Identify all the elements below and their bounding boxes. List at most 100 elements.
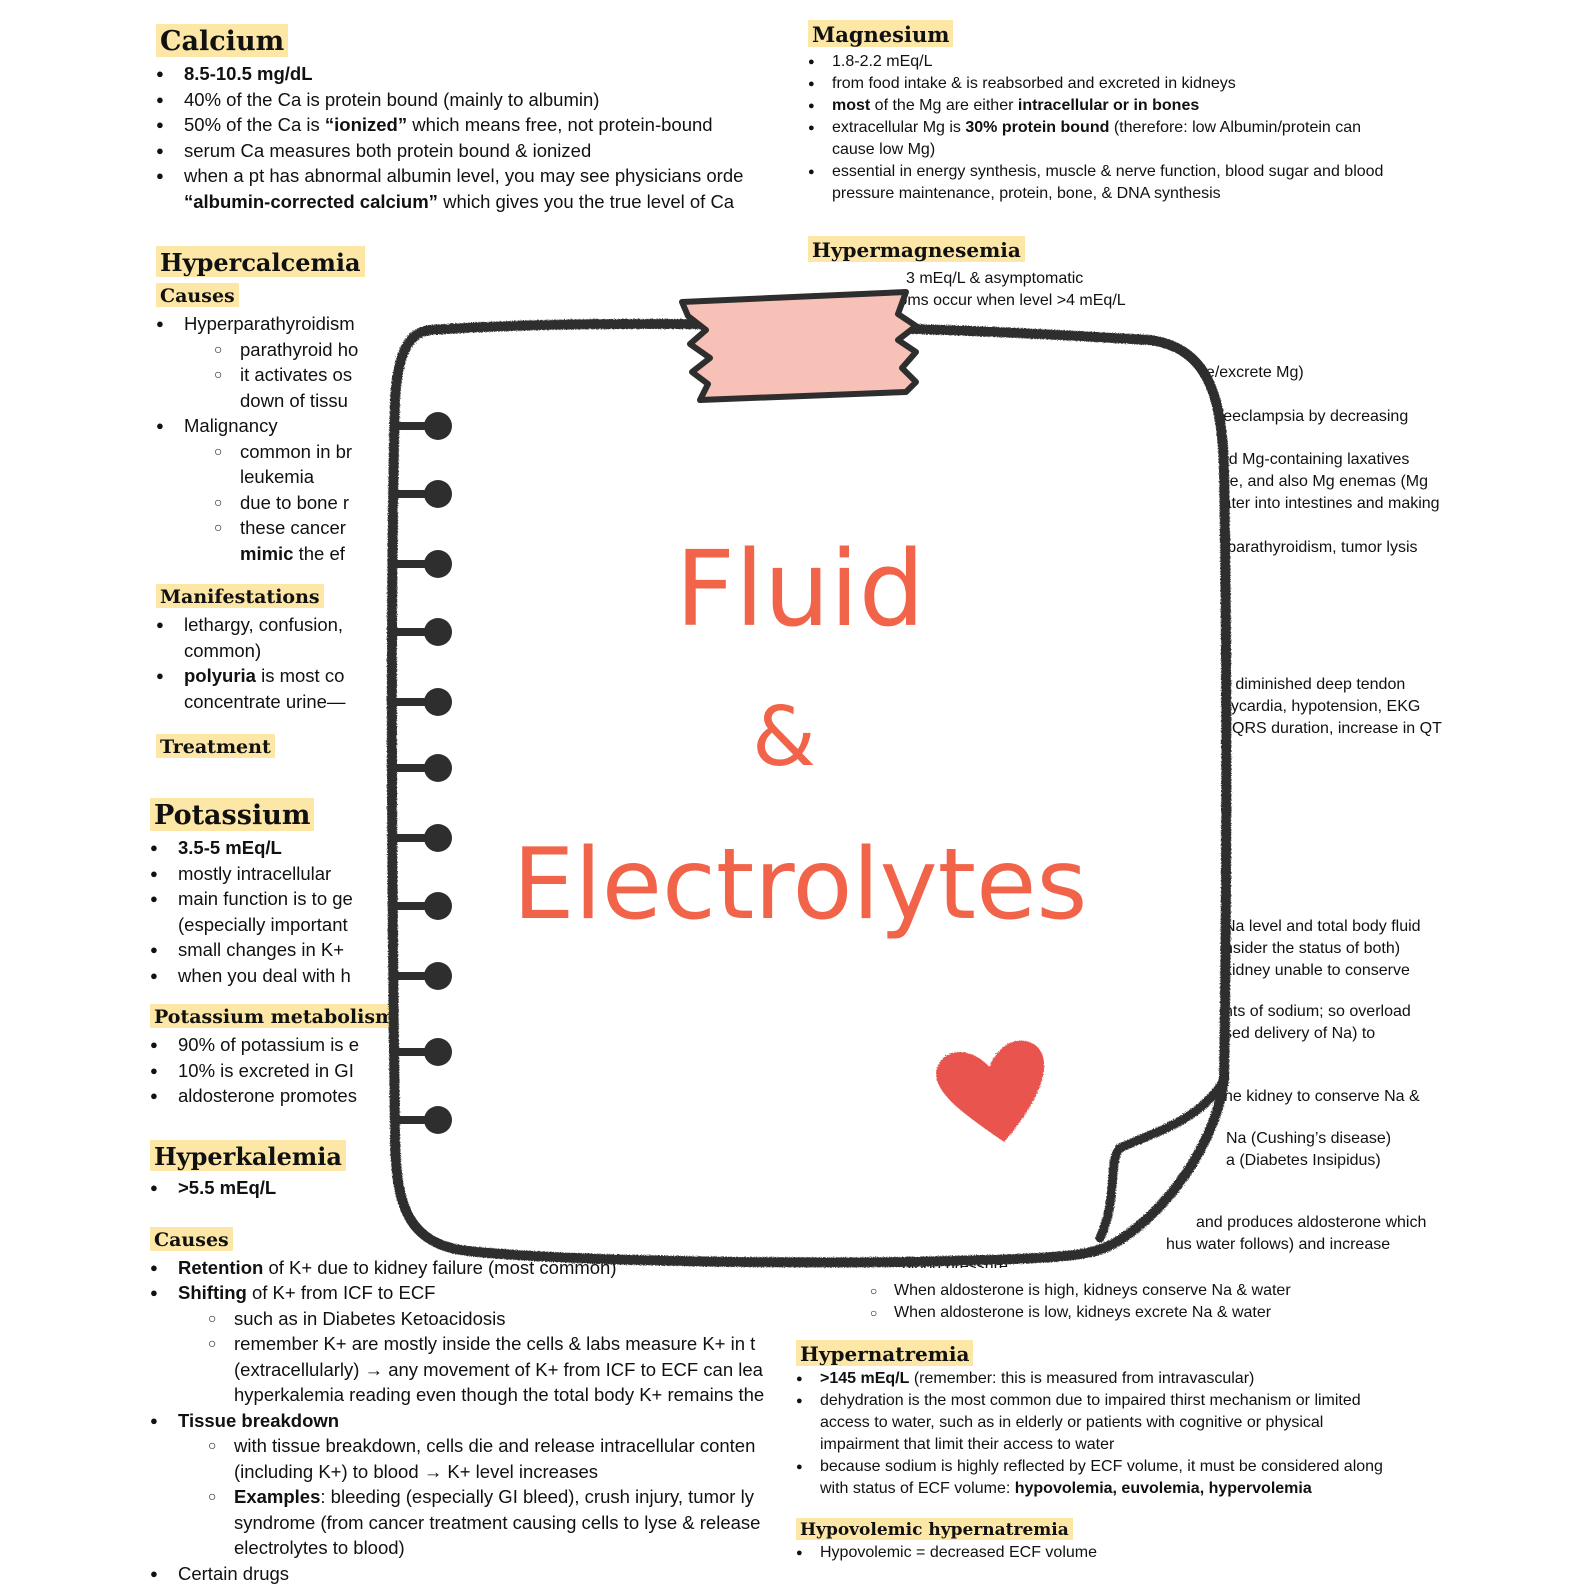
fragment: hus water follows) and increase: [1166, 1236, 1391, 1253]
hyperkalemia-heading: Hyperkalemia: [150, 1140, 346, 1171]
aldosterone-list: When aldosterone is high, kidneys conser…: [798, 1280, 1291, 1324]
fragment: toms occur when level >4 mEq/L: [894, 292, 1126, 309]
hypernatremia-list: >145 mEq/L (remember: this is measured f…: [770, 1368, 1516, 1500]
hypermagnesemia-section: Hypermagnesemia: [808, 236, 1508, 262]
list-item: such as in Diabetes Ketoacidosis: [120, 1306, 800, 1332]
list-item: electrolytes to blood): [234, 1537, 405, 1558]
list-item: when a pt has abnormal albumin level, yo…: [126, 163, 796, 189]
list-item: mimic the ef: [240, 542, 345, 564]
hypercalcemia-causes-list: Hyperparathyroidism parathyroid ho it ac…: [126, 311, 796, 566]
potassium-list: 3.5-5 mEq/L mostly intracellular main fu…: [120, 835, 790, 988]
list-item: 40% of the Ca is protein bound (mainly t…: [126, 87, 796, 113]
list-item: Shifting of K+ from ICF to ECF: [120, 1280, 800, 1306]
metabolism-list: 90% of potassium is e 10% is excreted in…: [120, 1032, 790, 1109]
list-item: impairment that limit their access to wa…: [820, 1436, 1115, 1453]
magnesium-section: Magnesium 1.8-2.2 mEq/L from food intake…: [808, 20, 1508, 205]
hypernatremia-section: Hypernatremia >145 mEq/L (remember: this…: [796, 1340, 1516, 1564]
list-item: with tissue breakdown, cells die and rel…: [120, 1433, 800, 1459]
list-item: 8.5-10.5 mg/dL: [126, 61, 796, 87]
list-item: 10% is excreted in GI: [120, 1058, 790, 1084]
fragment: kidney unable to conserve: [1224, 962, 1410, 979]
fragment: a (Diabetes Insipidus): [1226, 1152, 1381, 1169]
list-item: parathyroid ho: [126, 337, 796, 363]
list-item: polyuria is most co: [126, 663, 796, 689]
calcium-list: 8.5-10.5 mg/dL 40% of the Ca is protein …: [126, 61, 796, 214]
list-item: Malignancy: [126, 413, 796, 439]
list-item: hyperkalemia reading even though the tot…: [234, 1384, 765, 1405]
list-item: cause low Mg): [832, 141, 936, 158]
fragment: he kidney to conserve Na &: [1224, 1088, 1420, 1105]
fragment: Na level and total body fluid: [1224, 918, 1421, 935]
list-item: main function is to ge: [120, 886, 790, 912]
list-item: due to bone r: [126, 490, 796, 516]
list-item: 3.5-5 mEq/L: [120, 835, 790, 861]
list-item: essential in energy synthesis, muscle & …: [782, 161, 1508, 183]
list-item: When aldosterone is low, kidneys excrete…: [798, 1302, 1291, 1324]
potassium-metabolism-heading: Potassium metabolism: [150, 1004, 400, 1028]
fragment: nsider the status of both): [1224, 940, 1401, 957]
fragment: and produces aldosterone which: [1196, 1214, 1427, 1231]
magnesium-list: 1.8-2.2 mEq/L from food intake & is reab…: [782, 51, 1508, 205]
list-item: dehydration is the most common due to im…: [770, 1390, 1516, 1412]
list-item: most of the Mg are either intracellular …: [782, 95, 1508, 117]
spiral-wire: [396, 764, 438, 772]
fragment: preeclampsia by decreasing: [1209, 408, 1409, 425]
list-item: common): [184, 639, 262, 661]
fragment: QRS duration, increase in QT: [1232, 720, 1442, 737]
list-item: extracellular Mg is 30% protein bound (t…: [782, 117, 1508, 139]
list-item: Tissue breakdown: [120, 1408, 800, 1434]
list-item: down of tissu: [240, 389, 348, 411]
hyperkalemia-section: Hyperkalemia >5.5 mEq/L Causes Retention…: [150, 1140, 800, 1586]
hyperkalemia-causes-list: Retention of K+ due to kidney failure (m…: [120, 1255, 800, 1587]
list-item: Certain drugs: [120, 1561, 800, 1587]
hypovolemic-list: Hypovolemic = decreased ECF volume: [770, 1542, 1516, 1564]
fragment: rate, and also Mg enemas (Mg: [1211, 473, 1428, 490]
list-item: aldosterone promotes: [120, 1083, 790, 1109]
list-item: when you deal with h: [120, 963, 790, 989]
fragment: blood pressure: [902, 1258, 1008, 1268]
hypermagnesemia-heading: Hypermagnesemia: [808, 236, 1025, 262]
list-item: >5.5 mEq/L: [120, 1175, 800, 1201]
list-item: because sodium is highly reflected by EC…: [770, 1456, 1516, 1478]
causes-heading: Causes: [150, 1226, 233, 1251]
list-item: leukemia: [240, 466, 315, 487]
list-item: pressure maintenance, protein, bone, & D…: [832, 185, 1221, 202]
list-item: concentrate urine—: [184, 690, 346, 712]
fragment: g diminished deep tendon: [1222, 676, 1406, 693]
list-item: these cancer: [126, 515, 796, 541]
treatment-heading: Treatment: [156, 734, 275, 758]
potassium-section: Potassium 3.5-5 mEq/L mostly intracellul…: [150, 798, 790, 1109]
fragment: erparathyroidism, tumor lysis: [1213, 539, 1418, 556]
list-item: 1.8-2.2 mEq/L: [782, 51, 1508, 73]
list-item: syndrome (from cancer treatment causing …: [234, 1511, 761, 1533]
hypercalcemia-section: Hypercalcemia Causes Hyperparathyroidism…: [156, 246, 796, 758]
causes-heading: Causes: [156, 283, 239, 307]
hypovolemic-hypernatremia-heading: Hypovolemic hypernatremia: [796, 1518, 1073, 1540]
list-item: (especially important: [178, 913, 348, 935]
list-item: 50% of the Ca is “ionized” which means f…: [126, 112, 796, 138]
list-item: serum Ca measures both protein bound & i…: [126, 138, 796, 164]
magnesium-heading: Magnesium: [808, 20, 954, 47]
list-item: mostly intracellular: [120, 861, 790, 887]
hypercalcemia-heading: Hypercalcemia: [156, 246, 365, 277]
list-item: “albumin-corrected calcium” which gives …: [184, 190, 735, 212]
list-item: 90% of potassium is e: [120, 1032, 790, 1058]
fragment: sed delivery of Na) to: [1224, 1025, 1376, 1042]
list-item: (including K+) to blood → K+ level incre…: [234, 1460, 599, 1482]
list-item: it activates os: [126, 362, 796, 388]
list-item: with status of ECF volume: hypovolemia, …: [820, 1480, 1312, 1497]
hypernatremia-heading: Hypernatremia: [796, 1340, 974, 1366]
potassium-heading: Potassium: [150, 798, 315, 831]
list-item: small changes in K+: [120, 937, 790, 963]
list-item: Hyperparathyroidism: [126, 311, 796, 337]
calcium-heading: Calcium: [156, 24, 289, 57]
spiral-wire: [396, 1116, 438, 1124]
list-item: access to water, such as in elderly or p…: [820, 1414, 1324, 1431]
list-item: common in br: [126, 439, 796, 465]
fragment: water into intestines and making: [1211, 495, 1440, 512]
fragment: 3 mEq/L & asymptomatic: [906, 270, 1084, 287]
list-item: Examples: bleeding (especially GI bleed)…: [120, 1484, 800, 1510]
fragment: and Mg-containing laxatives: [1211, 451, 1410, 468]
manifestations-list: lethargy, confusion, common) polyuria is…: [126, 612, 796, 714]
fragment: Na (Cushing’s disease): [1226, 1130, 1392, 1147]
